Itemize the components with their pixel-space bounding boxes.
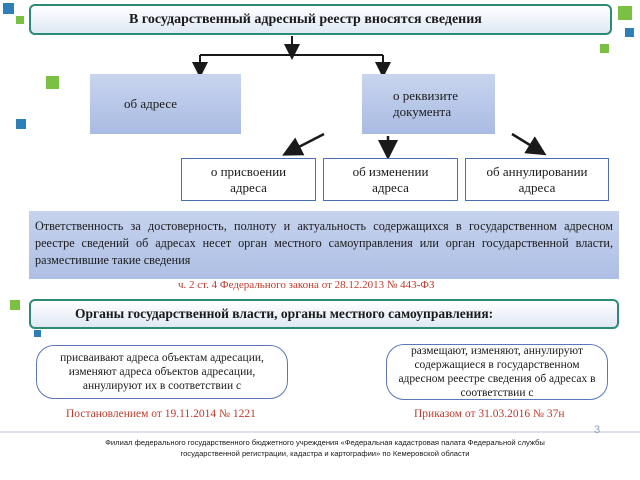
decor-square — [16, 119, 26, 129]
decor-square — [10, 300, 20, 310]
decor-square — [46, 76, 59, 89]
connector-line — [511, 132, 547, 156]
left-reference: Постановлением от 19.11.2014 № 1221 — [66, 408, 256, 420]
responsibility-block: Ответственность за достоверность, полнот… — [29, 211, 619, 279]
callout-right: размещают, изменяют, аннулируют содержащ… — [386, 344, 608, 400]
node-document-details: о реквизите документа — [362, 74, 495, 134]
callout-left: присваивают адреса объектам адресации, и… — [36, 345, 288, 399]
authorities-title: Органы государственной власти, органы ме… — [75, 306, 494, 321]
responsibility-text: Ответственность за достоверность, полнот… — [35, 219, 613, 267]
law-reference: ч. 2 ст. 4 Федерального закона от 28.12.… — [178, 279, 435, 291]
node-about-address: об адресе — [90, 74, 241, 134]
page-number: 3 — [594, 424, 601, 436]
authorities-banner: Органы государственной власти, органы ме… — [29, 299, 619, 329]
footer-divider — [0, 431, 640, 433]
right-reference: Приказом от 31.03.2016 № 37н — [414, 408, 565, 420]
connector-line — [282, 132, 325, 156]
decor-square — [16, 16, 24, 24]
decor-square — [34, 330, 41, 337]
header-banner: В государственный адресный реестр вносят… — [29, 4, 612, 35]
node-annulment: об аннулировании адреса — [465, 158, 609, 201]
node-assignment: о присвоении адреса — [181, 158, 316, 201]
decor-square — [600, 44, 609, 53]
decor-square — [618, 6, 632, 20]
node-change: об изменении адреса — [323, 158, 458, 201]
decor-square — [625, 28, 634, 37]
header-title: В государственный адресный реестр вносят… — [129, 11, 482, 27]
footer-text: Филиал федерального государственного бюд… — [105, 438, 545, 458]
decor-square — [3, 3, 14, 14]
